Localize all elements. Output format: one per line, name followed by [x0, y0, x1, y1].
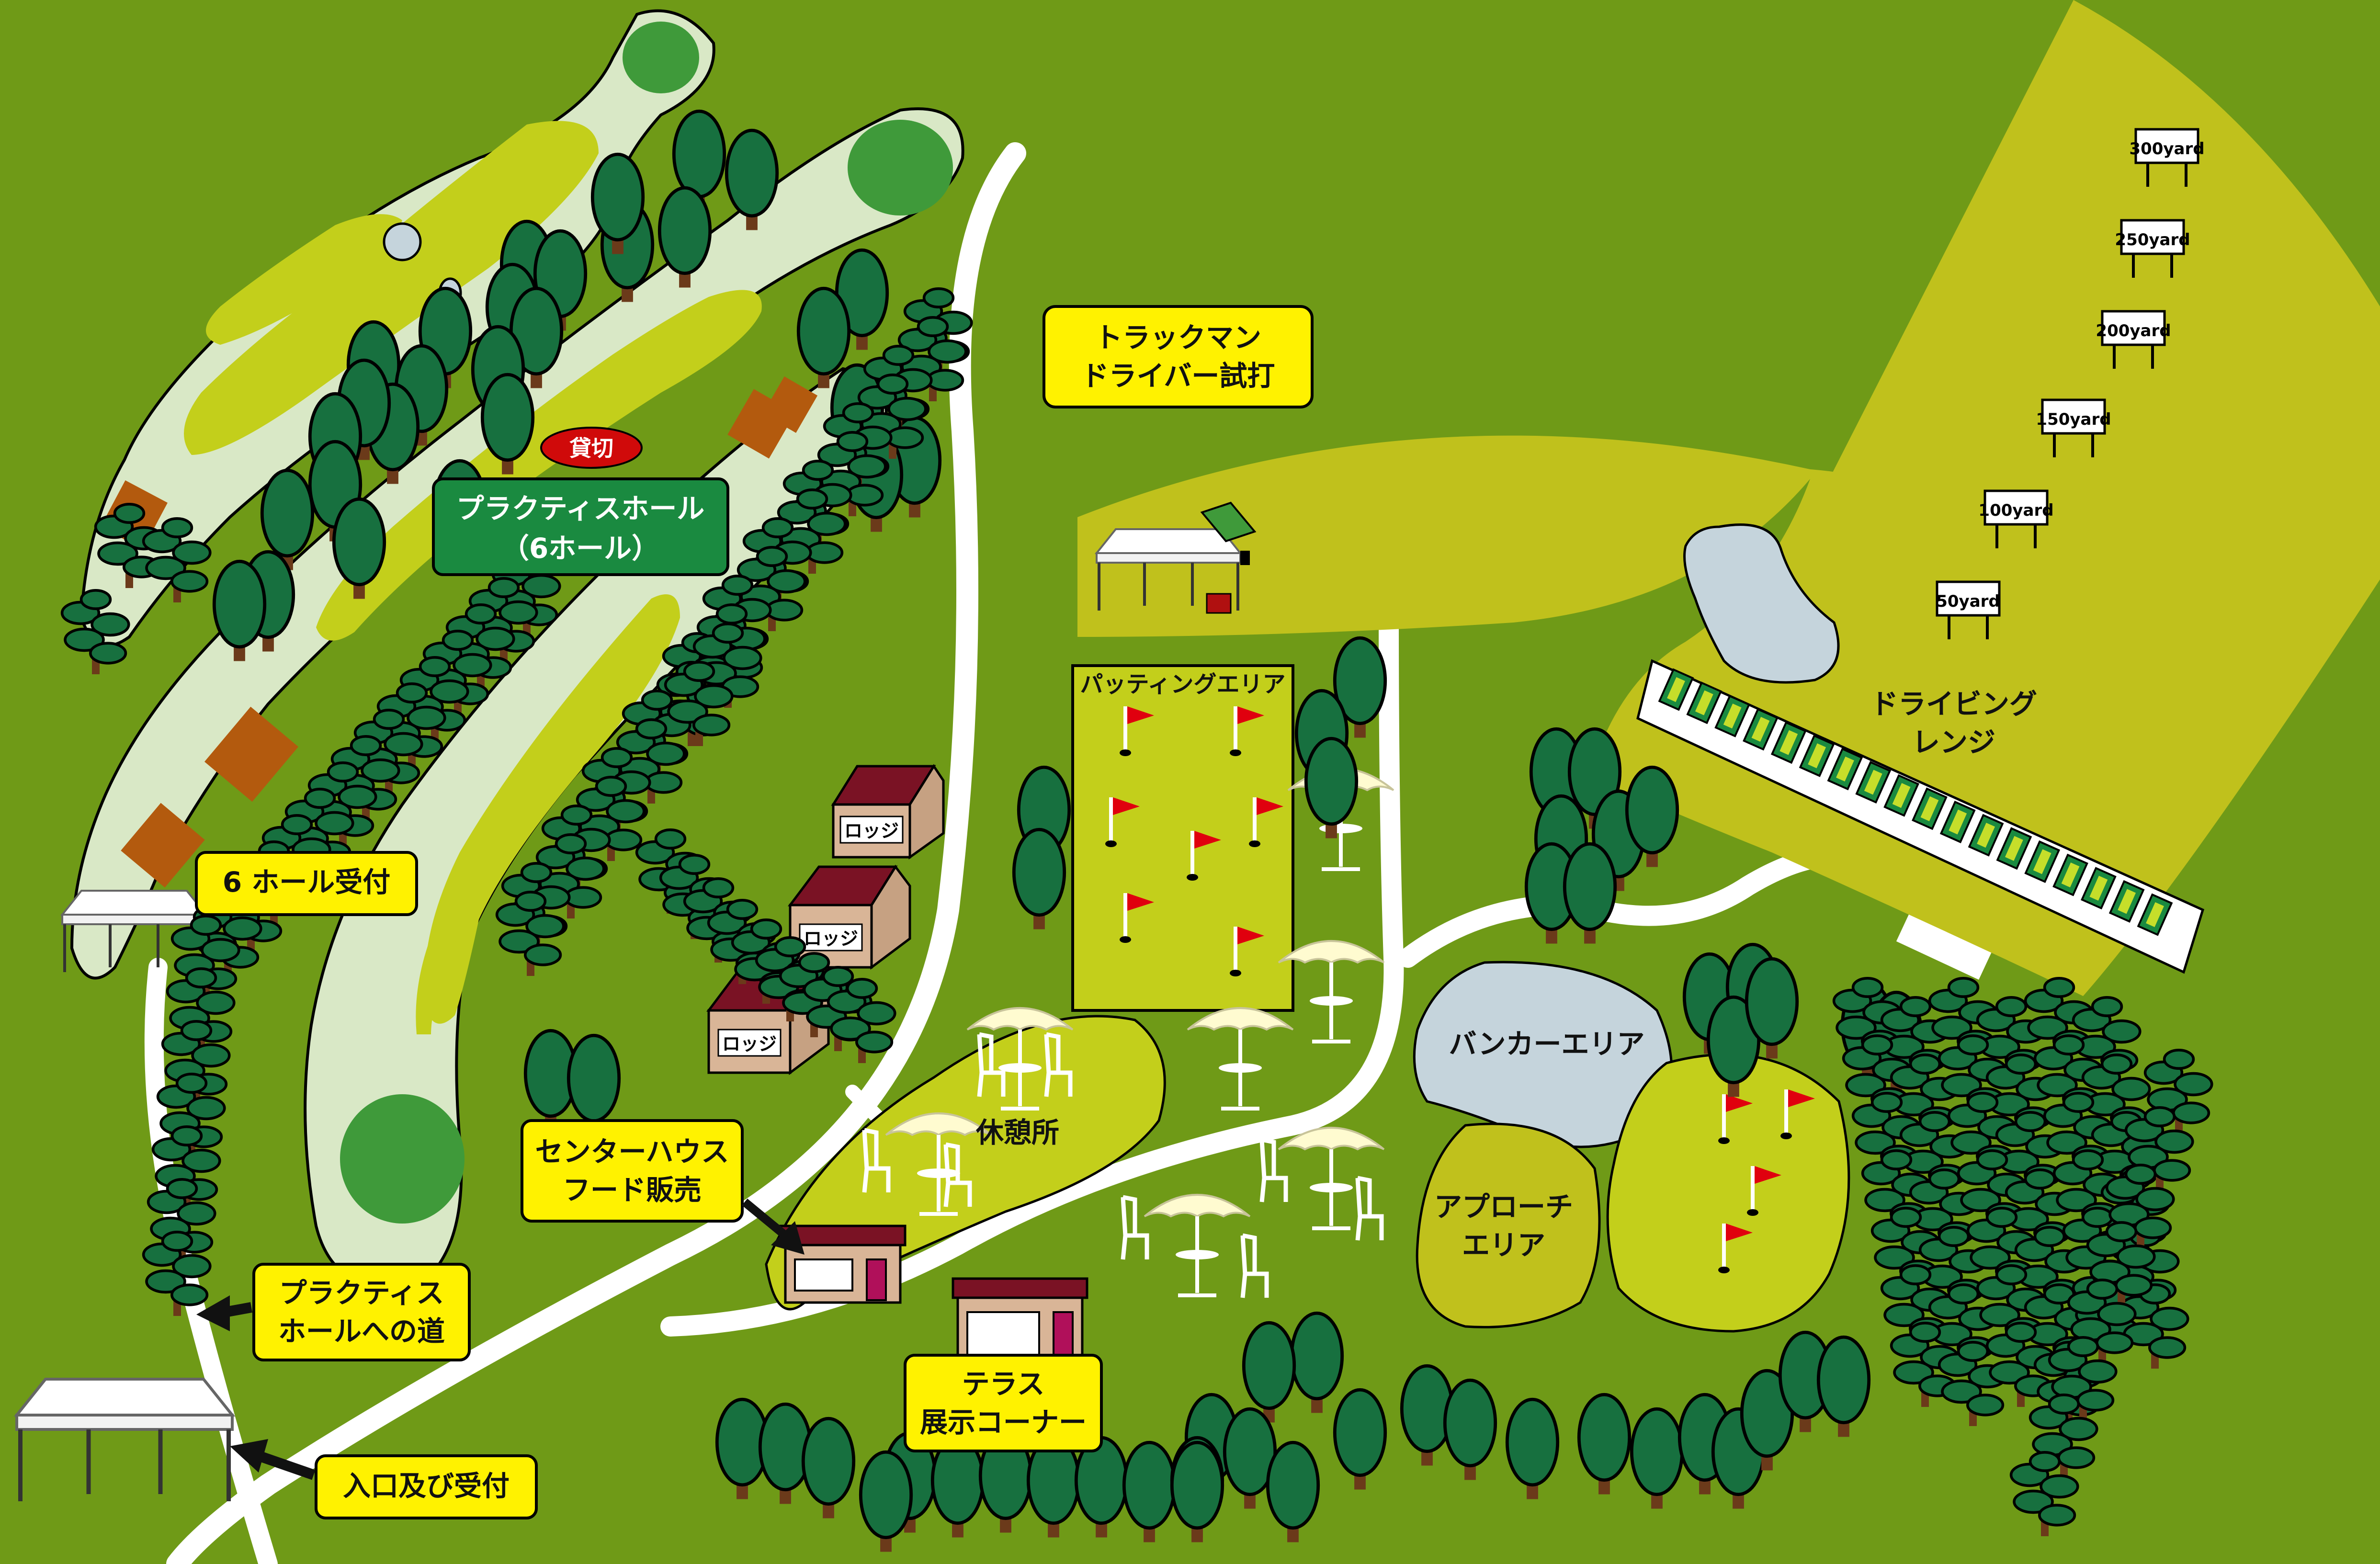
- lodge-3-label: ロッジ: [722, 1033, 777, 1054]
- kashikiri-badge: [540, 427, 643, 469]
- labels: 貸切 プラクティスホール （6ホール） 6 ホール受付 トラックマン ドライバー…: [195, 305, 2037, 1519]
- lodge-1-label: ロッジ: [844, 820, 899, 841]
- yard-marker-label: 100yard: [1978, 501, 2053, 520]
- putting-area: パッティングエリア: [1071, 664, 1294, 1012]
- yard-marker-200yard: 200yard: [2096, 310, 2171, 369]
- trackman-box: [1043, 305, 1314, 408]
- yard-marker-label: 150yard: [2036, 410, 2111, 429]
- center-house-sublabel: フード販売: [563, 1174, 702, 1206]
- entrance-label: 入口及び受付: [343, 1470, 510, 1502]
- terrace-building: [952, 1277, 1088, 1361]
- entrance-arrow: [257, 1451, 316, 1480]
- hole-2-rough: [316, 290, 762, 641]
- yard-marker-label: 50yard: [1936, 592, 2000, 611]
- practice-hole-sublabel: （6ホール）: [501, 532, 659, 565]
- trackman-label: トラックマン: [1095, 321, 1261, 354]
- yard-marker-300yard: 300yard: [2129, 128, 2205, 187]
- yard-marker-label: 300yard: [2129, 139, 2204, 159]
- approach-label: アプローチ: [1434, 1190, 1573, 1223]
- driving-range: [1077, 0, 2380, 996]
- approach-area: [1416, 1122, 1601, 1328]
- putting-area-label: パッティングエリア: [1080, 671, 1285, 698]
- lodge-2-label: ロッジ: [804, 928, 858, 949]
- hole-2-green: [848, 120, 953, 215]
- driving-range-label: ドライビング: [1870, 688, 2037, 720]
- six-hole-reception-label: 6 ホール受付: [223, 866, 391, 898]
- hole-3-green: [340, 1094, 465, 1224]
- tent-area: [1077, 474, 1810, 637]
- kashikiri-text: 貸切: [569, 435, 613, 461]
- hole-1-rough: [184, 121, 599, 455]
- range-pond: [1683, 523, 1840, 684]
- yard-marker-label: 200yard: [2096, 321, 2171, 340]
- practice-road-box: [252, 1263, 471, 1361]
- terrace-sublabel: 展示コーナー: [920, 1406, 1087, 1439]
- center-house-label: センターハウス: [535, 1135, 729, 1168]
- yard-markers: 300yard 250yard 200yard 150yard 100yard …: [1936, 128, 2205, 639]
- hole-1-green: [623, 22, 699, 93]
- yard-marker-250yard: 250yard: [2115, 219, 2190, 278]
- practice-road-sublabel: ホールへの道: [278, 1315, 445, 1348]
- approach-sublabel: エリア: [1462, 1229, 1545, 1261]
- trackman-sublabel: ドライバー試打: [1081, 360, 1275, 392]
- hole-3-rough: [424, 594, 680, 1024]
- yard-marker-50yard: 50yard: [1936, 580, 2001, 639]
- yard-marker-100yard: 100yard: [1978, 489, 2054, 548]
- six-hole-reception-box: [195, 851, 418, 916]
- practice-road-label: プラクティス: [279, 1277, 444, 1309]
- driving-range-sublabel: レンジ: [1912, 726, 1995, 759]
- yard-marker-label: 250yard: [2115, 230, 2190, 249]
- flag-green-area: [1606, 1053, 1850, 1333]
- terrace-label: テラス: [962, 1368, 1045, 1400]
- bunker-area-label: バンカーエリア: [1449, 1028, 1645, 1060]
- practice-hole-label: プラクティスホール: [456, 492, 705, 525]
- terrace-box: [904, 1354, 1103, 1452]
- center-house-box: [521, 1119, 744, 1223]
- entrance-box: [315, 1454, 538, 1519]
- practice-hole-box: [432, 477, 729, 576]
- yard-marker-150yard: 150yard: [2036, 398, 2111, 457]
- rest-area-label: 休憩所: [975, 1116, 1059, 1149]
